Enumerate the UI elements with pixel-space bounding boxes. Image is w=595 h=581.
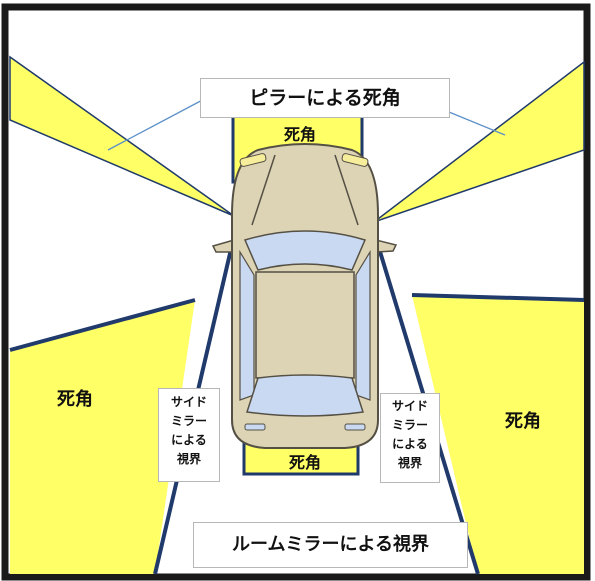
right-blind-spot-label: 死角 (505, 411, 541, 432)
left-side-mirror-label: サイド ミラー による 視界 (158, 388, 220, 482)
right-side-mirror-label: サイド ミラー による 視界 (380, 393, 440, 483)
left-upper-sight-line (9, 298, 196, 352)
right-upper-sight-line (411, 293, 585, 302)
front-blind-spot-label: 死角 (283, 125, 316, 144)
right-side-blind-zone (412, 295, 584, 574)
room-mirror-label: ルームミラーによる視界 (193, 522, 468, 568)
left-pillar-blind-zone (9, 55, 235, 217)
rear-blind-spot-label: 死角 (288, 453, 321, 472)
pillar-blind-spot-label: ピラーによる死角 (200, 78, 450, 118)
car-top-view (211, 143, 398, 449)
left-side-blind-zone (10, 300, 195, 574)
left-leader-line (107, 95, 211, 151)
right-pillar-blind-zone (373, 60, 585, 223)
left-blind-spot-label: 死角 (57, 389, 93, 410)
